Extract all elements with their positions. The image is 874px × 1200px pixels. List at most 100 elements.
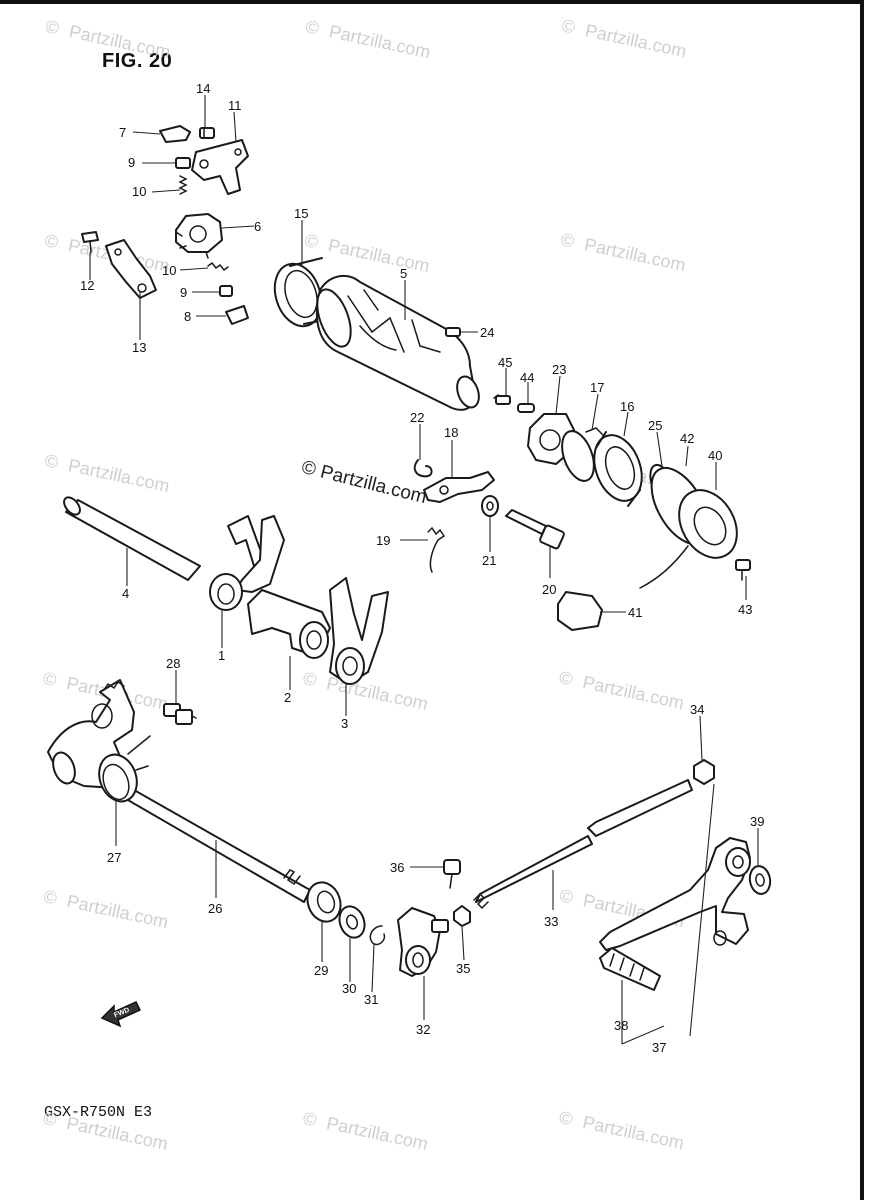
callout-45: 45 (498, 355, 512, 370)
part-37-gearshift-lever (599, 837, 751, 951)
callout-27: 27 (107, 850, 121, 865)
callout-44: 44 (520, 370, 534, 385)
part-22-clip (413, 459, 433, 478)
part-29-oil-seal (306, 881, 342, 923)
part-34-nut (693, 759, 715, 785)
part-3-shift-fork (329, 577, 389, 685)
part-9-pin-upper (175, 157, 191, 169)
callout-19: 19 (376, 533, 390, 548)
callout-16: 16 (620, 399, 634, 414)
part-40-cover (639, 489, 738, 589)
callout-28: 28 (166, 656, 180, 671)
part-4-fork-shaft (63, 496, 201, 581)
callout-39: 39 (750, 814, 764, 829)
callout-numbers: 7 14 11 9 10 6 12 13 10 9 8 15 5 24 45 4… (80, 81, 764, 1055)
callout-29: 29 (314, 963, 328, 978)
callout-30: 30 (342, 981, 356, 996)
callout-9-upper: 9 (128, 155, 135, 170)
callout-12: 12 (80, 278, 94, 293)
part-31-circlip (369, 925, 386, 946)
part-7-cam-stopper-cap (159, 125, 191, 143)
part-5-gearshift-cam (315, 274, 480, 411)
part-17-circlip (561, 427, 607, 482)
part-39-washer (748, 865, 772, 895)
callout-42: 42 (680, 431, 694, 446)
part-16-bearing (593, 431, 643, 507)
part-13-stopper-plate (105, 239, 157, 299)
callout-18: 18 (444, 425, 458, 440)
watermark-symbol: © (557, 1107, 574, 1129)
scan-border-top (0, 0, 862, 4)
part-43-screw (735, 559, 751, 581)
watermark-symbol: © (558, 885, 575, 907)
part-11-stopper-plate (191, 139, 249, 195)
part-38-footpeg-rubber (599, 947, 661, 991)
svg-text:© Partzilla.com: © Partzilla.com (299, 457, 428, 508)
callout-6: 6 (254, 219, 261, 234)
part-33-link-rod (473, 779, 693, 910)
part-9-pin-lower (219, 285, 233, 297)
callout-13: 13 (132, 340, 146, 355)
watermark-text: Partzilla.com (65, 891, 170, 932)
callout-25: 25 (648, 418, 662, 433)
part-10-spring-upper (178, 175, 188, 195)
part-28-neutral-switch (163, 703, 197, 725)
callout-41: 41 (628, 605, 642, 620)
callout-37: 37 (652, 1040, 666, 1055)
callout-43: 43 (738, 602, 752, 617)
part-14-screw (199, 127, 215, 139)
watermark-text: Partzilla.com (326, 235, 431, 276)
part-41-cover-cap (557, 591, 603, 631)
watermark-symbol: © (557, 667, 574, 689)
callout-14: 14 (196, 81, 210, 96)
fwd-arrow-icon: FWD (100, 1001, 142, 1028)
figure-title: FIG. 20 (102, 50, 173, 72)
part-45-pin (493, 393, 511, 405)
callout-11: 11 (228, 98, 242, 113)
watermark-symbol: © (43, 230, 60, 252)
part-27-spring (98, 735, 151, 803)
watermark-text: Partzilla.com (583, 234, 688, 275)
watermark-symbol: © (41, 668, 58, 690)
watermark-symbol: © (301, 1108, 318, 1130)
callout-7: 7 (119, 125, 126, 140)
scan-border-right (860, 0, 864, 1200)
part-30-washer (338, 905, 366, 939)
callout-10-upper: 10 (132, 184, 146, 199)
callout-31: 31 (364, 992, 378, 1007)
part-10-spring-lower (207, 261, 229, 272)
callout-17: 17 (590, 380, 604, 395)
part-21-washer (481, 495, 499, 517)
callout-8: 8 (184, 309, 191, 324)
watermark-text: Partzilla.com (325, 1113, 430, 1154)
part-19-spring (427, 526, 446, 573)
watermark-symbol: © (560, 15, 577, 37)
part-32-shift-lever (397, 907, 449, 977)
watermark-text: Partzilla.com (581, 672, 686, 713)
callout-38: 38 (614, 1018, 628, 1033)
leader-lines (89, 95, 759, 1045)
callout-23: 23 (552, 362, 566, 377)
model-label: GSX-R750N E3 (44, 1104, 153, 1121)
part-36-bolt (443, 859, 461, 889)
part-24-pin (445, 327, 461, 337)
watermark-symbol: © (42, 886, 59, 908)
callout-1: 1 (218, 648, 225, 663)
callout-33: 33 (544, 914, 558, 929)
callout-26: 26 (208, 901, 222, 916)
callout-3: 3 (341, 716, 348, 731)
callout-15: 15 (294, 206, 308, 221)
callout-2: 2 (284, 690, 291, 705)
part-8-stopper (225, 305, 249, 325)
callout-40: 40 (708, 448, 722, 463)
part-1-shift-fork (209, 515, 285, 611)
part-18-cam-stopper (423, 471, 495, 503)
part-6-cam-driven-gear (175, 213, 223, 259)
callout-32: 32 (416, 1022, 430, 1037)
watermark-text: Partzilla.com (65, 1113, 170, 1154)
part-35-nut (453, 905, 471, 927)
watermark-symbol: © (304, 16, 321, 38)
callout-9-lower: 9 (180, 285, 187, 300)
callout-36: 36 (390, 860, 404, 875)
